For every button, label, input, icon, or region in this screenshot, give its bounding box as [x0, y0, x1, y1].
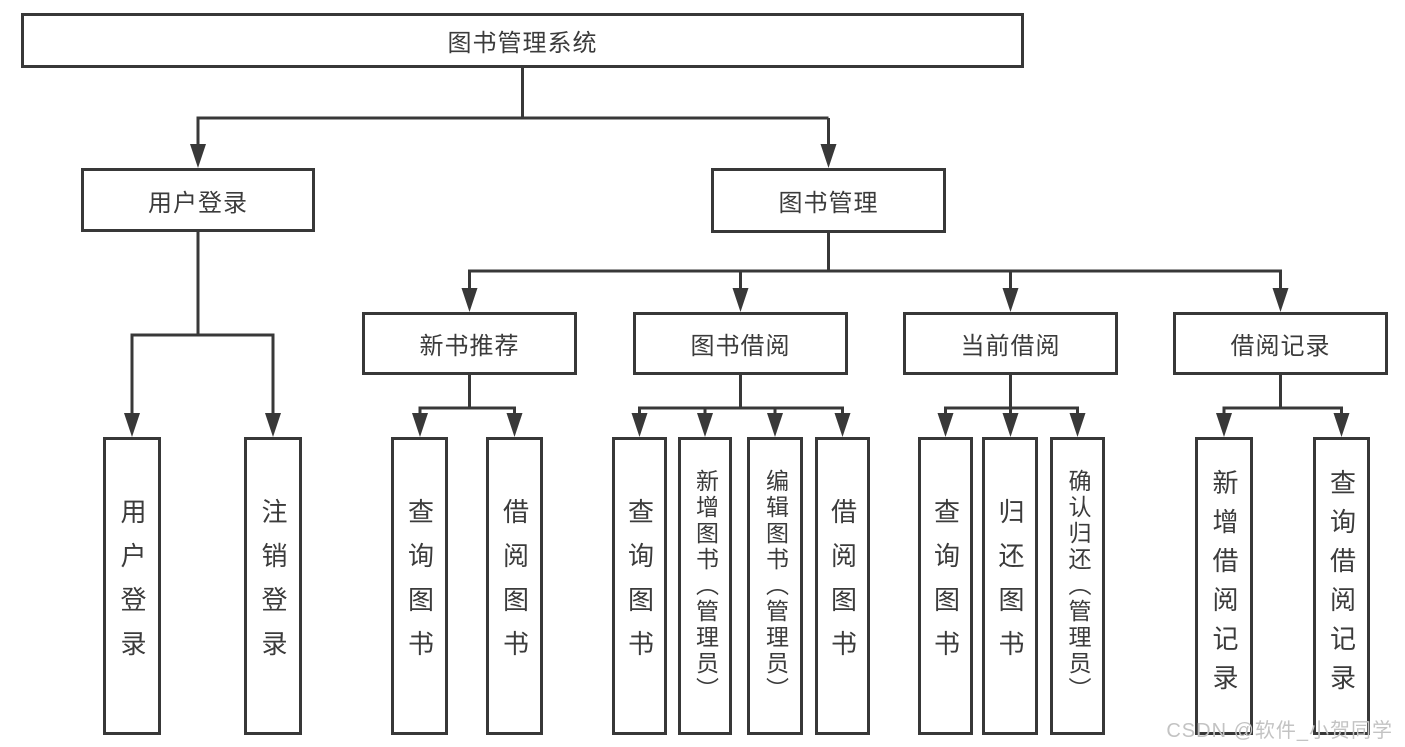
leaf-borrow-query-books: 查询图书: [612, 437, 667, 735]
node-label: 用户登录: [148, 189, 248, 217]
node-label: 新书推荐: [419, 333, 520, 360]
leaf-logout: 注销登录: [244, 437, 302, 735]
leaf-borrow-books: 借阅图书: [486, 437, 543, 735]
node-label: 当前借阅: [960, 333, 1061, 360]
leaf-current-query-books: 查询图书: [918, 437, 973, 735]
node-label: 借阅记录: [1230, 333, 1331, 360]
node-new-book-recommend: 新书推荐: [362, 312, 577, 375]
leaf-add-borrow-record: 新增借阅记录: [1195, 437, 1253, 735]
node-label: 图书借阅: [690, 333, 791, 360]
node-borrow-records: 借阅记录: [1173, 312, 1388, 375]
node-user-login: 用户登录: [81, 168, 315, 232]
node-library-management-system: 图书管理系统: [21, 13, 1024, 68]
leaf-edit-books-admin: 编辑图书（管理员）: [747, 437, 803, 735]
node-label: 图书管理系统: [447, 30, 598, 57]
leaf-query-borrow-record: 查询借阅记录: [1313, 437, 1370, 735]
leaf-return-books: 归还图书: [982, 437, 1038, 735]
node-book-management: 图书管理: [711, 168, 946, 233]
node-book-borrowing: 图书借阅: [633, 312, 848, 375]
csdn-watermark: CSDN @软件_小贺同学: [1166, 720, 1393, 742]
leaf-add-books-admin: 新增图书（管理员）: [678, 437, 732, 735]
node-label: 图书管理: [778, 190, 879, 217]
leaf-user-login: 用户登录: [103, 437, 161, 735]
leaf-query-books: 查询图书: [391, 437, 448, 735]
leaf-confirm-return-admin: 确认归还（管理员）: [1050, 437, 1105, 735]
leaf-borrow-borrow-books: 借阅图书: [815, 437, 870, 735]
node-current-borrowing: 当前借阅: [903, 312, 1118, 375]
arrowheads: [124, 144, 1350, 437]
